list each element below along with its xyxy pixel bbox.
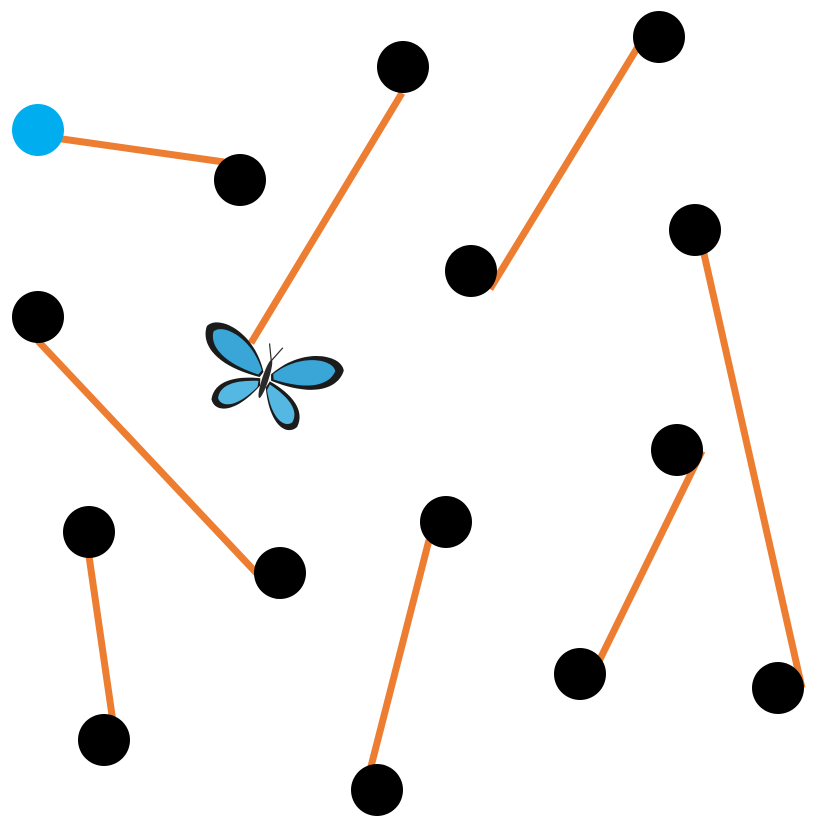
dot[interactable] [214,154,266,206]
connector-line [490,14,658,289]
connector-line [89,556,113,722]
dot[interactable] [554,648,606,700]
dot[interactable] [78,714,130,766]
connector-line [251,93,402,343]
dot[interactable] [633,11,685,63]
dot[interactable] [12,291,64,343]
dot[interactable] [351,764,403,816]
dot[interactable] [669,204,721,256]
connector-line [695,214,802,688]
connector-line [55,138,224,162]
dot[interactable] [377,41,429,93]
dot[interactable] [445,245,497,297]
dot[interactable] [254,547,306,599]
dots-layer [12,11,804,816]
dot[interactable] [752,662,804,714]
connector-line [366,540,429,786]
dot[interactable] [63,506,115,558]
dot[interactable] [420,496,472,548]
active-dot[interactable] [12,104,64,156]
butterfly-icon[interactable] [184,319,346,441]
dot[interactable] [651,424,703,476]
connector-lines [38,14,802,786]
